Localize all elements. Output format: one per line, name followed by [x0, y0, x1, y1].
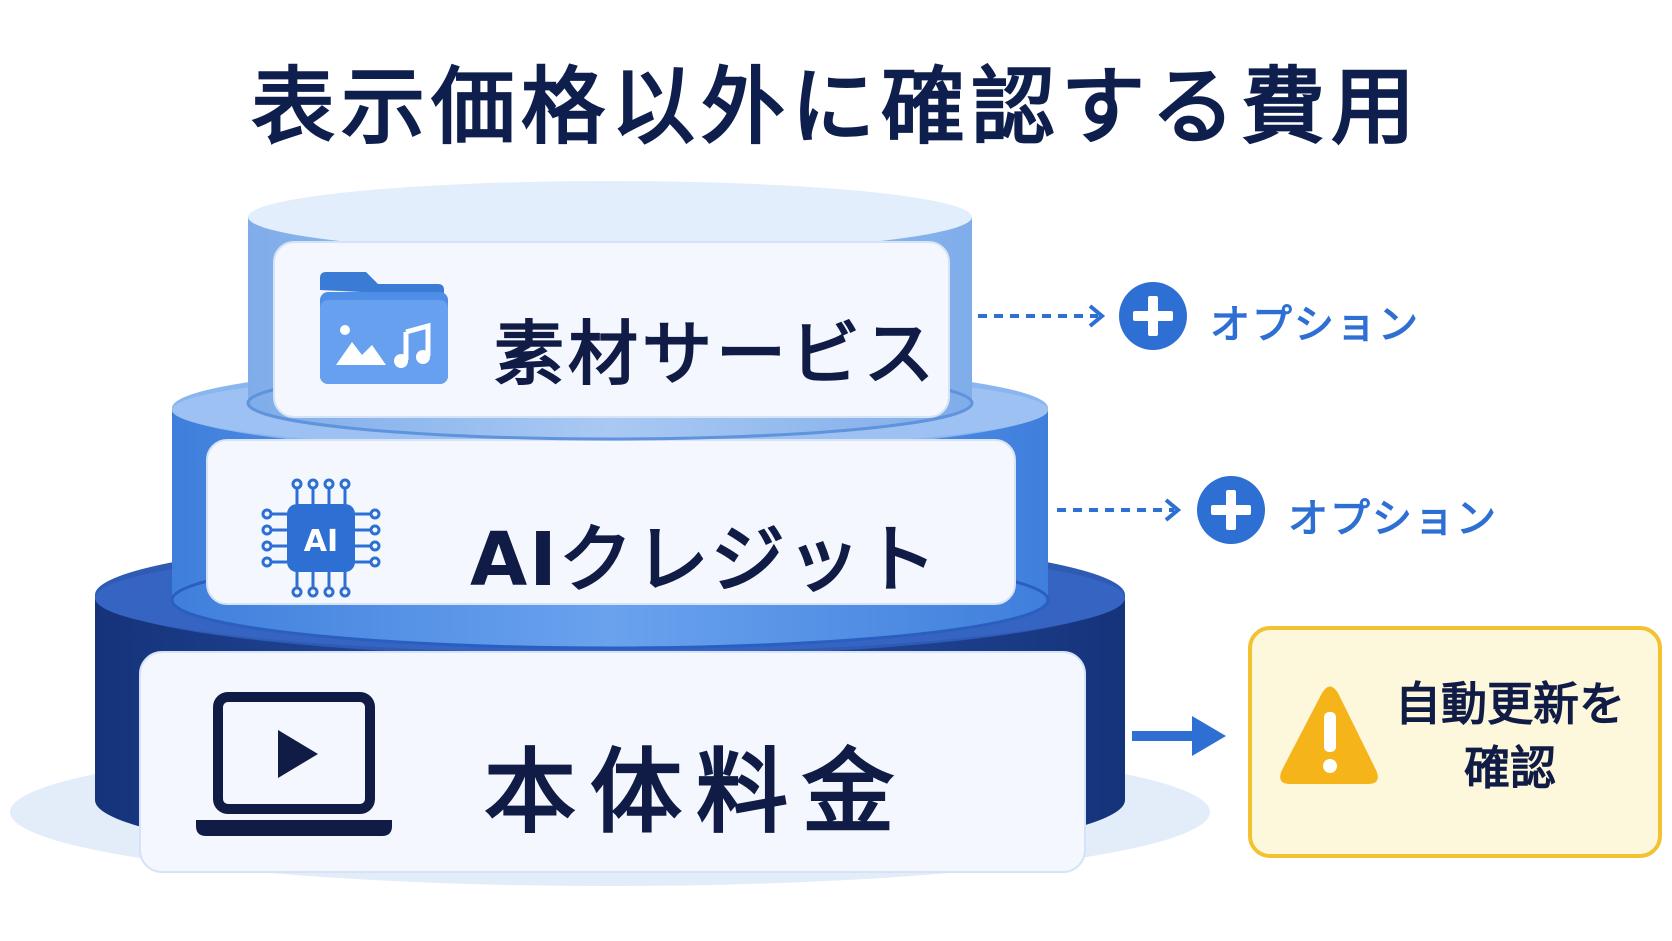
laptop-play-icon [196, 692, 392, 836]
tier-label-ai-credit: AIクレジット [470, 517, 939, 603]
warning-text: 自動更新を 確認 [1370, 672, 1650, 800]
warning-line-1: 自動更新を [1395, 677, 1625, 731]
warning-line-2: 確認 [1464, 741, 1556, 795]
tier-bottom-panel [139, 651, 1086, 873]
tier-label-base-price: 本体料金 [484, 739, 909, 846]
option-label-middle: オプション [1288, 496, 1498, 542]
plus-circle-icon [1119, 282, 1187, 350]
page-title: 表示価格以外に確認する費用 [250, 58, 1421, 156]
option-arrow-top [978, 304, 1106, 328]
folder-media-icon [320, 272, 448, 384]
warning-box [1248, 626, 1662, 858]
option-arrow-middle [1057, 498, 1182, 522]
warning-arrow [1132, 716, 1226, 756]
plus-circle-icon [1197, 476, 1265, 544]
warning-triangle-icon [1280, 686, 1378, 784]
ai-chip-icon-text: AI [304, 524, 338, 559]
ai-chip-icon: AI [261, 478, 381, 598]
tier-label-materials: 素材サービス [494, 313, 938, 395]
option-label-top: オプション [1210, 302, 1420, 348]
